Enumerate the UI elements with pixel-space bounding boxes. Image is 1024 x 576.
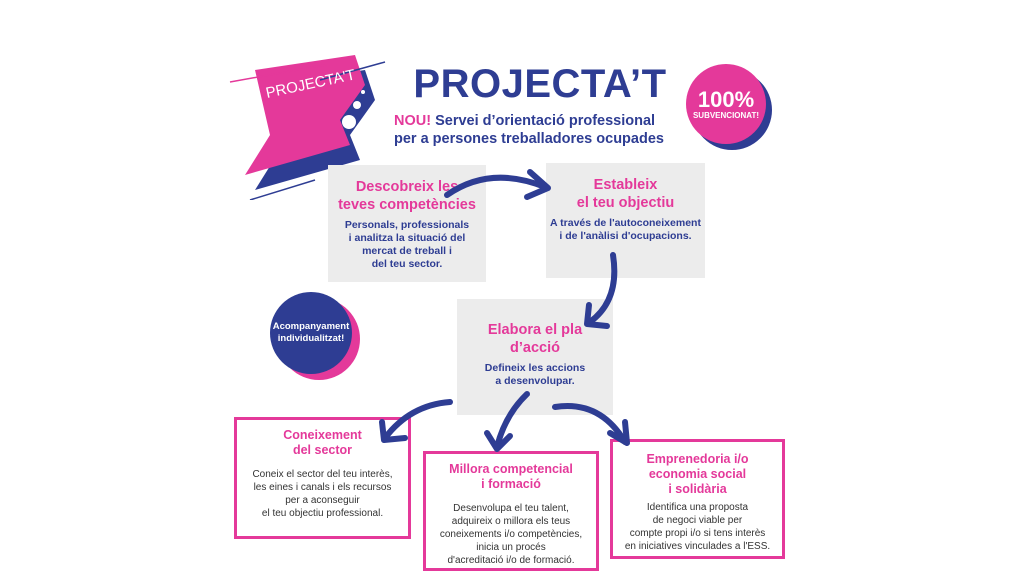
badge-label: SUBVENCIONAT!: [692, 110, 760, 120]
subtitle-line-2: per a persones treballadores ocupades: [394, 131, 664, 147]
page-title: PROJECTA’T: [413, 62, 667, 106]
subtitle: NOU! Servei d’orientació professional pe…: [394, 112, 694, 148]
subtitle-line-1: Servei d’orientació professional: [435, 113, 656, 129]
new-label: NOU!: [394, 113, 432, 129]
projectat-logo: PROJECTA'T: [229, 55, 386, 200]
subsidy-badge: 100% SUBVENCIONAT!: [686, 64, 766, 144]
badge-value: 100%: [697, 86, 755, 112]
accompaniment-badge: Acompanyament individualitzat!: [270, 292, 352, 374]
accompaniment-line-1: Acompanyament: [272, 321, 350, 332]
accompaniment-line-2: individualitzat!: [277, 333, 345, 344]
